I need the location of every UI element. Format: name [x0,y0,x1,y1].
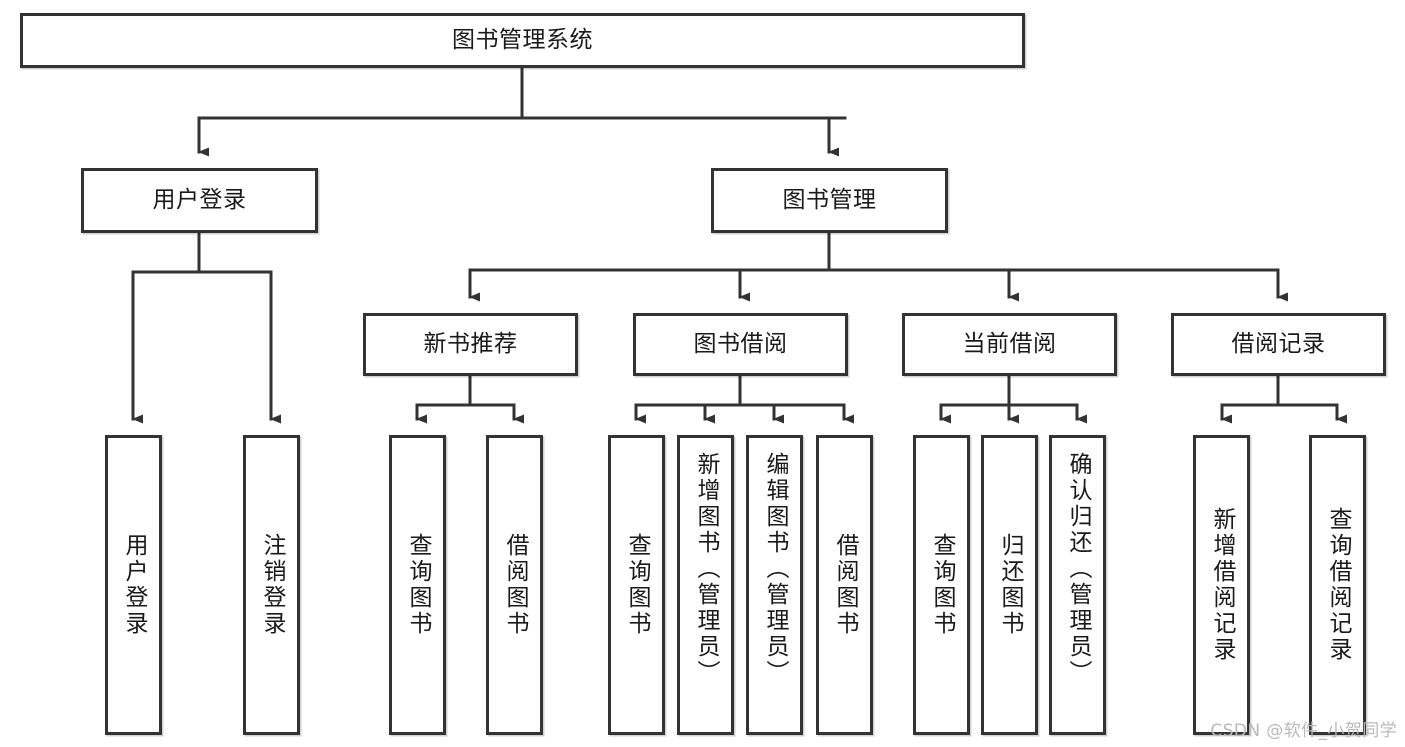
leaf-borrow-book-newbook[interactable]: 借阅图书 [486,435,543,735]
leaf-query-book-borrow[interactable]: 查询图书 [608,435,665,735]
leaf-label: 新增图书（管理员） [693,452,719,686]
node-root-system[interactable]: 图书管理系统 [20,13,1025,68]
leaf-label: 新增借阅记录 [1209,507,1235,663]
leaf-label: 编辑图书（管理员） [762,452,788,686]
node-current-borrow[interactable]: 当前借阅 [902,313,1117,376]
node-label: 图书借阅 [693,330,788,357]
leaf-confirm-return-admin[interactable]: 确认归还（管理员） [1049,435,1106,735]
node-new-book-recommend[interactable]: 新书推荐 [363,313,578,376]
node-label: 新书推荐 [423,330,518,357]
leaf-label: 查询借阅记录 [1325,507,1351,663]
node-user-login[interactable]: 用户登录 [81,168,318,233]
leaf-label: 借阅图书 [832,533,858,637]
leaf-query-book-newbook[interactable]: 查询图书 [389,435,446,735]
leaf-add-borrow-record[interactable]: 新增借阅记录 [1193,435,1250,735]
leaf-logout[interactable]: 注销登录 [243,435,300,735]
leaf-label: 归还图书 [997,533,1023,637]
node-book-borrow[interactable]: 图书借阅 [633,313,848,376]
leaf-label: 查询图书 [624,533,650,637]
leaf-label: 查询图书 [929,533,955,637]
node-label: 借阅记录 [1231,330,1326,357]
leaf-label: 注销登录 [259,533,285,637]
leaf-return-book[interactable]: 归还图书 [981,435,1038,735]
leaf-label: 借阅图书 [502,533,528,637]
node-label: 图书管理 [782,186,877,213]
node-label: 用户登录 [152,186,247,213]
node-borrow-record[interactable]: 借阅记录 [1171,313,1386,376]
leaf-label: 用户登录 [121,533,147,637]
leaf-add-book-admin[interactable]: 新增图书（管理员） [677,435,734,735]
csdn-watermark: CSDN @软件_小贺同学 [1210,721,1397,741]
node-label: 图书管理系统 [452,26,593,53]
leaf-label: 确认归还（管理员） [1065,452,1091,686]
leaf-user-login[interactable]: 用户登录 [105,435,162,735]
leaf-query-borrow-record[interactable]: 查询借阅记录 [1309,435,1366,735]
leaf-label: 查询图书 [405,533,431,637]
leaf-edit-book-admin[interactable]: 编辑图书（管理员） [746,435,803,735]
node-book-management[interactable]: 图书管理 [711,168,948,233]
node-label: 当前借阅 [962,330,1057,357]
leaf-query-book-current[interactable]: 查询图书 [913,435,970,735]
leaf-borrow-book[interactable]: 借阅图书 [816,435,873,735]
